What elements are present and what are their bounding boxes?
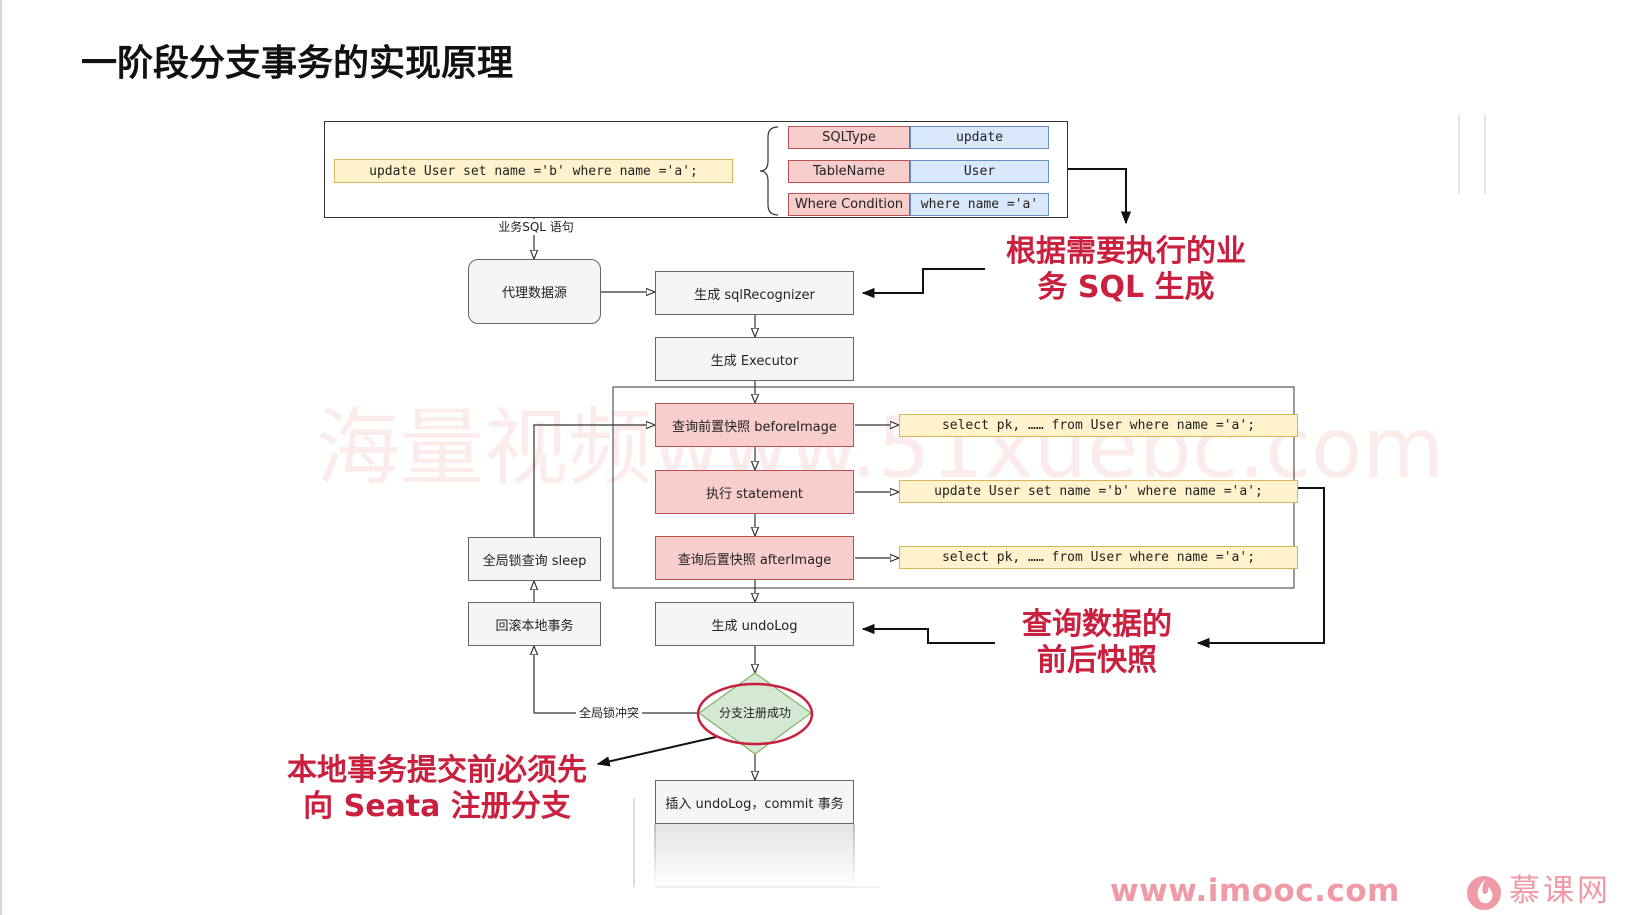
recognizer-annotation: 根据需要执行的业 务 SQL 生成	[990, 234, 1262, 306]
branch-registered-label: 分支注册成功	[718, 706, 791, 720]
register-annotation: 本地事务提交前必须先 向 Seata 注册分支	[277, 753, 597, 825]
after-image-node: 查询后置快照 afterImage	[655, 536, 854, 580]
rollback-local-node: 回滚本地事务	[468, 602, 601, 646]
annotation-arrow-undolog	[861, 623, 995, 644]
lock-conflict-label: 全局锁冲突	[576, 705, 642, 721]
sql-recognizer-node: 生成 sqlRecognizer	[655, 271, 854, 315]
before-image-sql: select pk, …… from User where name ='a';	[899, 414, 1298, 437]
parse-key-tablename: TableName	[788, 160, 910, 183]
business-sql-caption: 业务SQL 语句	[494, 219, 578, 235]
insert-box-fade	[655, 824, 854, 887]
arrow-lock-sleep-to-before	[533, 425, 655, 537]
register-annotation-line: 向 Seata 注册分支	[303, 789, 571, 824]
arrow-conflict-to-rollback	[534, 646, 699, 714]
before-image-node: 查询前置快照 beforeImage	[655, 403, 854, 447]
recognizer-annotation-line: 根据需要执行的业	[1006, 234, 1246, 269]
parse-value-where: where name ='a'	[910, 193, 1049, 216]
parse-key-sqltype: SQLType	[788, 126, 910, 149]
executor-node: 生成 Executor	[655, 337, 854, 381]
annotation-arrow-recognizer	[861, 268, 985, 299]
register-annotation-line: 本地事务提交前必须先	[287, 753, 587, 788]
snapshot-annotation-line: 前后快照	[1037, 643, 1157, 678]
global-lock-sleep-node: 全局锁查询 sleep	[468, 537, 601, 581]
parse-value-sqltype: update	[910, 126, 1049, 149]
statement-node: 执行 statement	[655, 470, 854, 514]
footer-logo-text: 慕课网	[1509, 873, 1611, 909]
flame-logo-icon	[1467, 876, 1501, 910]
insert-commit-node: 插入 undoLog，commit 事务	[655, 780, 854, 824]
decision-diamond	[697, 672, 813, 755]
undo-log-node: 生成 undoLog	[655, 602, 854, 646]
highlight-ellipse	[696, 682, 814, 746]
annotation-arrow-table	[1068, 168, 1132, 225]
statement-sql: update User set name ='b' where name ='a…	[899, 480, 1298, 503]
after-image-sql: select pk, …… from User where name ='a';	[899, 546, 1298, 569]
proxy-datasource-node: 代理数据源	[468, 259, 601, 324]
business-sql: update User set name ='b' where name ='a…	[334, 159, 733, 183]
parse-value-tablename: User	[910, 160, 1049, 183]
annotation-arrow-snapshot-in	[1196, 487, 1325, 649]
snapshot-annotation-line: 查询数据的	[1022, 607, 1172, 642]
snapshot-annotation: 查询数据的 前后快照	[1010, 607, 1184, 679]
recognizer-annotation-line: 务 SQL 生成	[1037, 270, 1215, 305]
sql-parse-panel: update User set name ='b' where name ='a…	[324, 121, 1068, 218]
footer-url: www.imooc.com	[1110, 873, 1400, 909]
parse-key-where: Where Condition	[788, 193, 910, 216]
curly-brace	[759, 126, 779, 216]
annotation-arrow-register	[596, 736, 717, 767]
page-title: 一阶段分支事务的实现原理	[81, 43, 514, 84]
